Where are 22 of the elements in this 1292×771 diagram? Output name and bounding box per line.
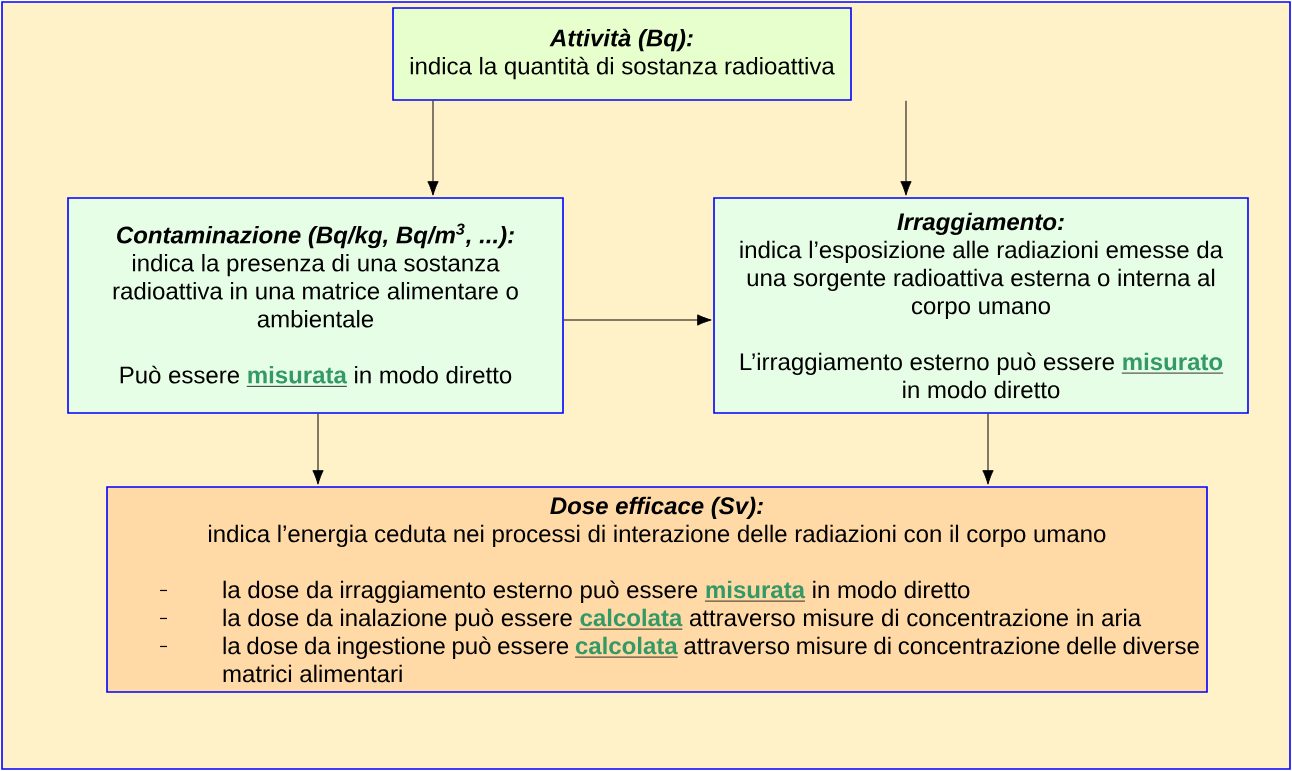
heading: Contaminazione (Bq/kg, Bq/m$^{3}$, ...): [117,223,514,249]
concept-box [713,197,1249,414]
note-text: la dose da inalazione può essere calcolata attraverso misure di concentrazione in aria [223,608,1142,632]
arrow [563,314,712,326]
arrow [312,413,324,485]
body-text: indica l’esposizione alle radiazioni emesse da una sorgente radioattiva esterna o interna al corpo umano [740,240,1223,320]
note-text: la dose da irraggiamento esterno può essere misurata in modo diretto [223,580,970,604]
note-text: Può essere misurata in modo diretto [120,365,512,387]
body-text: indica la quantità di sostanza radioattiva [410,56,835,80]
arrow [982,413,994,485]
arrow [427,100,439,196]
heading: Attività (Bq): [549,28,693,52]
concept-box [392,7,852,101]
body-text: indica la presenza di una sostanza radioattiva in una matrice alimentare o ambientale [113,253,518,328]
concept-box [67,197,564,414]
arrow [900,100,912,196]
heading: Irraggiamento: [897,212,1064,236]
heading: Dose efficace (Sv): [550,496,763,520]
note-text: L’irraggiamento esterno può essere misurato in modo diretto [740,352,1224,399]
note-text: la dose da ingestione può essere calcolata attraverso misure di concentrazione delle diverse matrici alimentari [223,636,1199,683]
concept-box [106,486,1208,693]
body-text: indica l’energia ceduta nei processi di interazione delle radiazioni con il corpo umano [209,524,1106,548]
